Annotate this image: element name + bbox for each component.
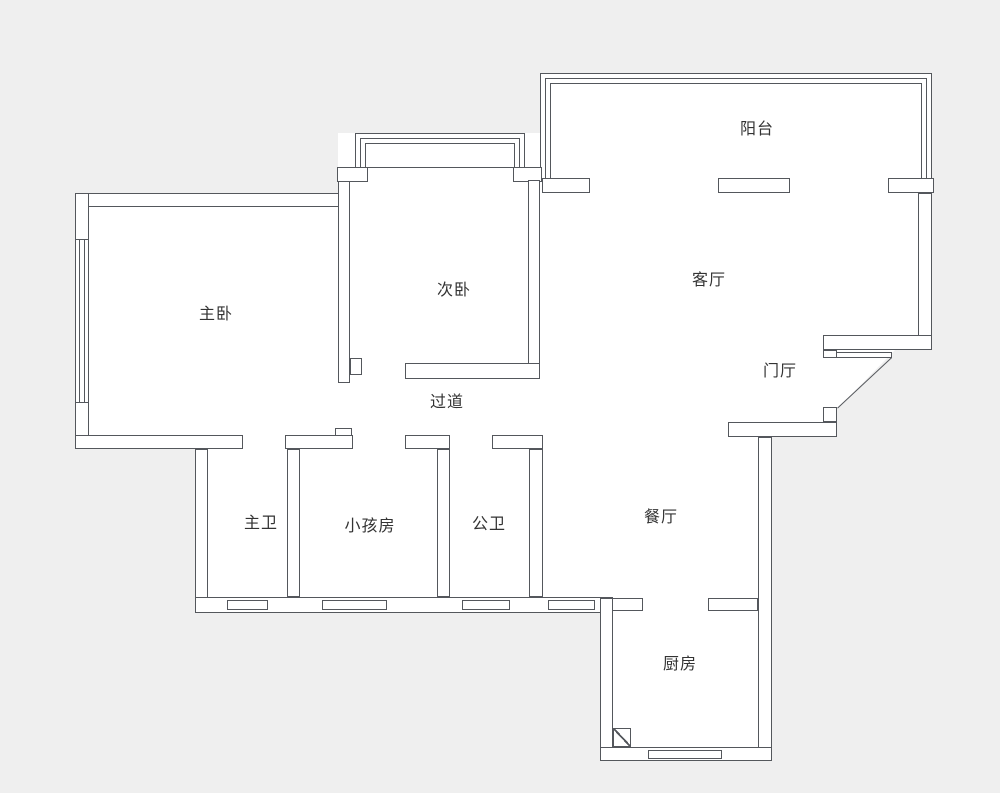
wall-second-right-bar: [513, 167, 542, 182]
room-label-public-bathroom: 公卫: [471, 516, 507, 533]
room-label-entry-hall: 门厅: [762, 363, 798, 380]
wall-masterbath-right: [287, 449, 300, 597]
wall-second-left-foot: [350, 358, 362, 375]
wall-second-left: [338, 167, 350, 383]
wall-second-bottom: [405, 363, 540, 379]
room-label-master-bathroom: 主卫: [243, 515, 279, 532]
window-masterbath-icon: [227, 600, 268, 610]
entry-door-leaf-icon: [836, 352, 892, 358]
room-label-kitchen: 厨房: [662, 656, 698, 673]
wall-master-left-upper: [75, 193, 89, 240]
wall-entry-top: [823, 335, 932, 350]
wall-publicbath-right: [529, 449, 543, 597]
wall-exterior-left-lower: [195, 449, 208, 613]
wall-second-left-bar: [337, 167, 368, 182]
wall-masterbath-top: [285, 435, 353, 449]
living-room-area: [540, 193, 918, 335]
wall-balcony-bar-left: [542, 178, 590, 193]
balcony-window-icon: [550, 83, 922, 179]
second-bedroom-area: [338, 133, 542, 383]
room-label-hallway: 过道: [429, 394, 465, 411]
bay-window-icon: [365, 143, 515, 168]
room-label-balcony: 阳台: [739, 121, 775, 138]
balcony-area: [540, 73, 932, 193]
wall-master-top: [75, 193, 350, 207]
wall-master-bottom: [75, 435, 243, 449]
wall-balcony-bar-right: [888, 178, 934, 193]
master-bedroom-area: [75, 193, 348, 449]
room-label-dining-room: 餐厅: [643, 509, 679, 526]
wall-pillar-notch: [335, 428, 352, 436]
balcony-window-icon: [545, 78, 927, 179]
bathroom-row-area: [195, 435, 338, 613]
wall-dining-kitchen-right: [758, 437, 772, 761]
wall-publicbath-top: [492, 435, 543, 449]
wall-entry-bottom: [728, 422, 837, 437]
room-label-living-room: 客厅: [691, 272, 727, 289]
wall-living-right: [918, 193, 932, 340]
corridor-dining-area: [338, 363, 772, 613]
wall-entry-step-top: [823, 350, 837, 358]
wall-entry-step-bottom: [823, 407, 837, 422]
window-master-icon: [79, 240, 85, 402]
wall-kidsroom-top: [405, 435, 450, 449]
balcony-window-icon: [540, 73, 932, 179]
window-dining-icon: [548, 600, 595, 610]
room-label-kids-room: 小孩房: [344, 518, 396, 535]
wall-kitchen-left: [600, 598, 613, 761]
window-kitchen-icon: [648, 750, 722, 759]
wall-kidsroom-right: [437, 449, 450, 597]
wall-kitchen-top-right: [708, 598, 758, 611]
window-publicbath-icon: [462, 600, 510, 610]
wall-second-right: [528, 180, 540, 377]
window-master-icon: [75, 240, 89, 402]
wall-balcony-bar-middle: [718, 178, 790, 193]
room-label-second-bedroom: 次卧: [436, 282, 472, 299]
room-label-master-bedroom: 主卧: [198, 306, 234, 323]
kitchen-flue-icon: [613, 728, 631, 747]
window-kidsroom-icon: [322, 600, 387, 610]
